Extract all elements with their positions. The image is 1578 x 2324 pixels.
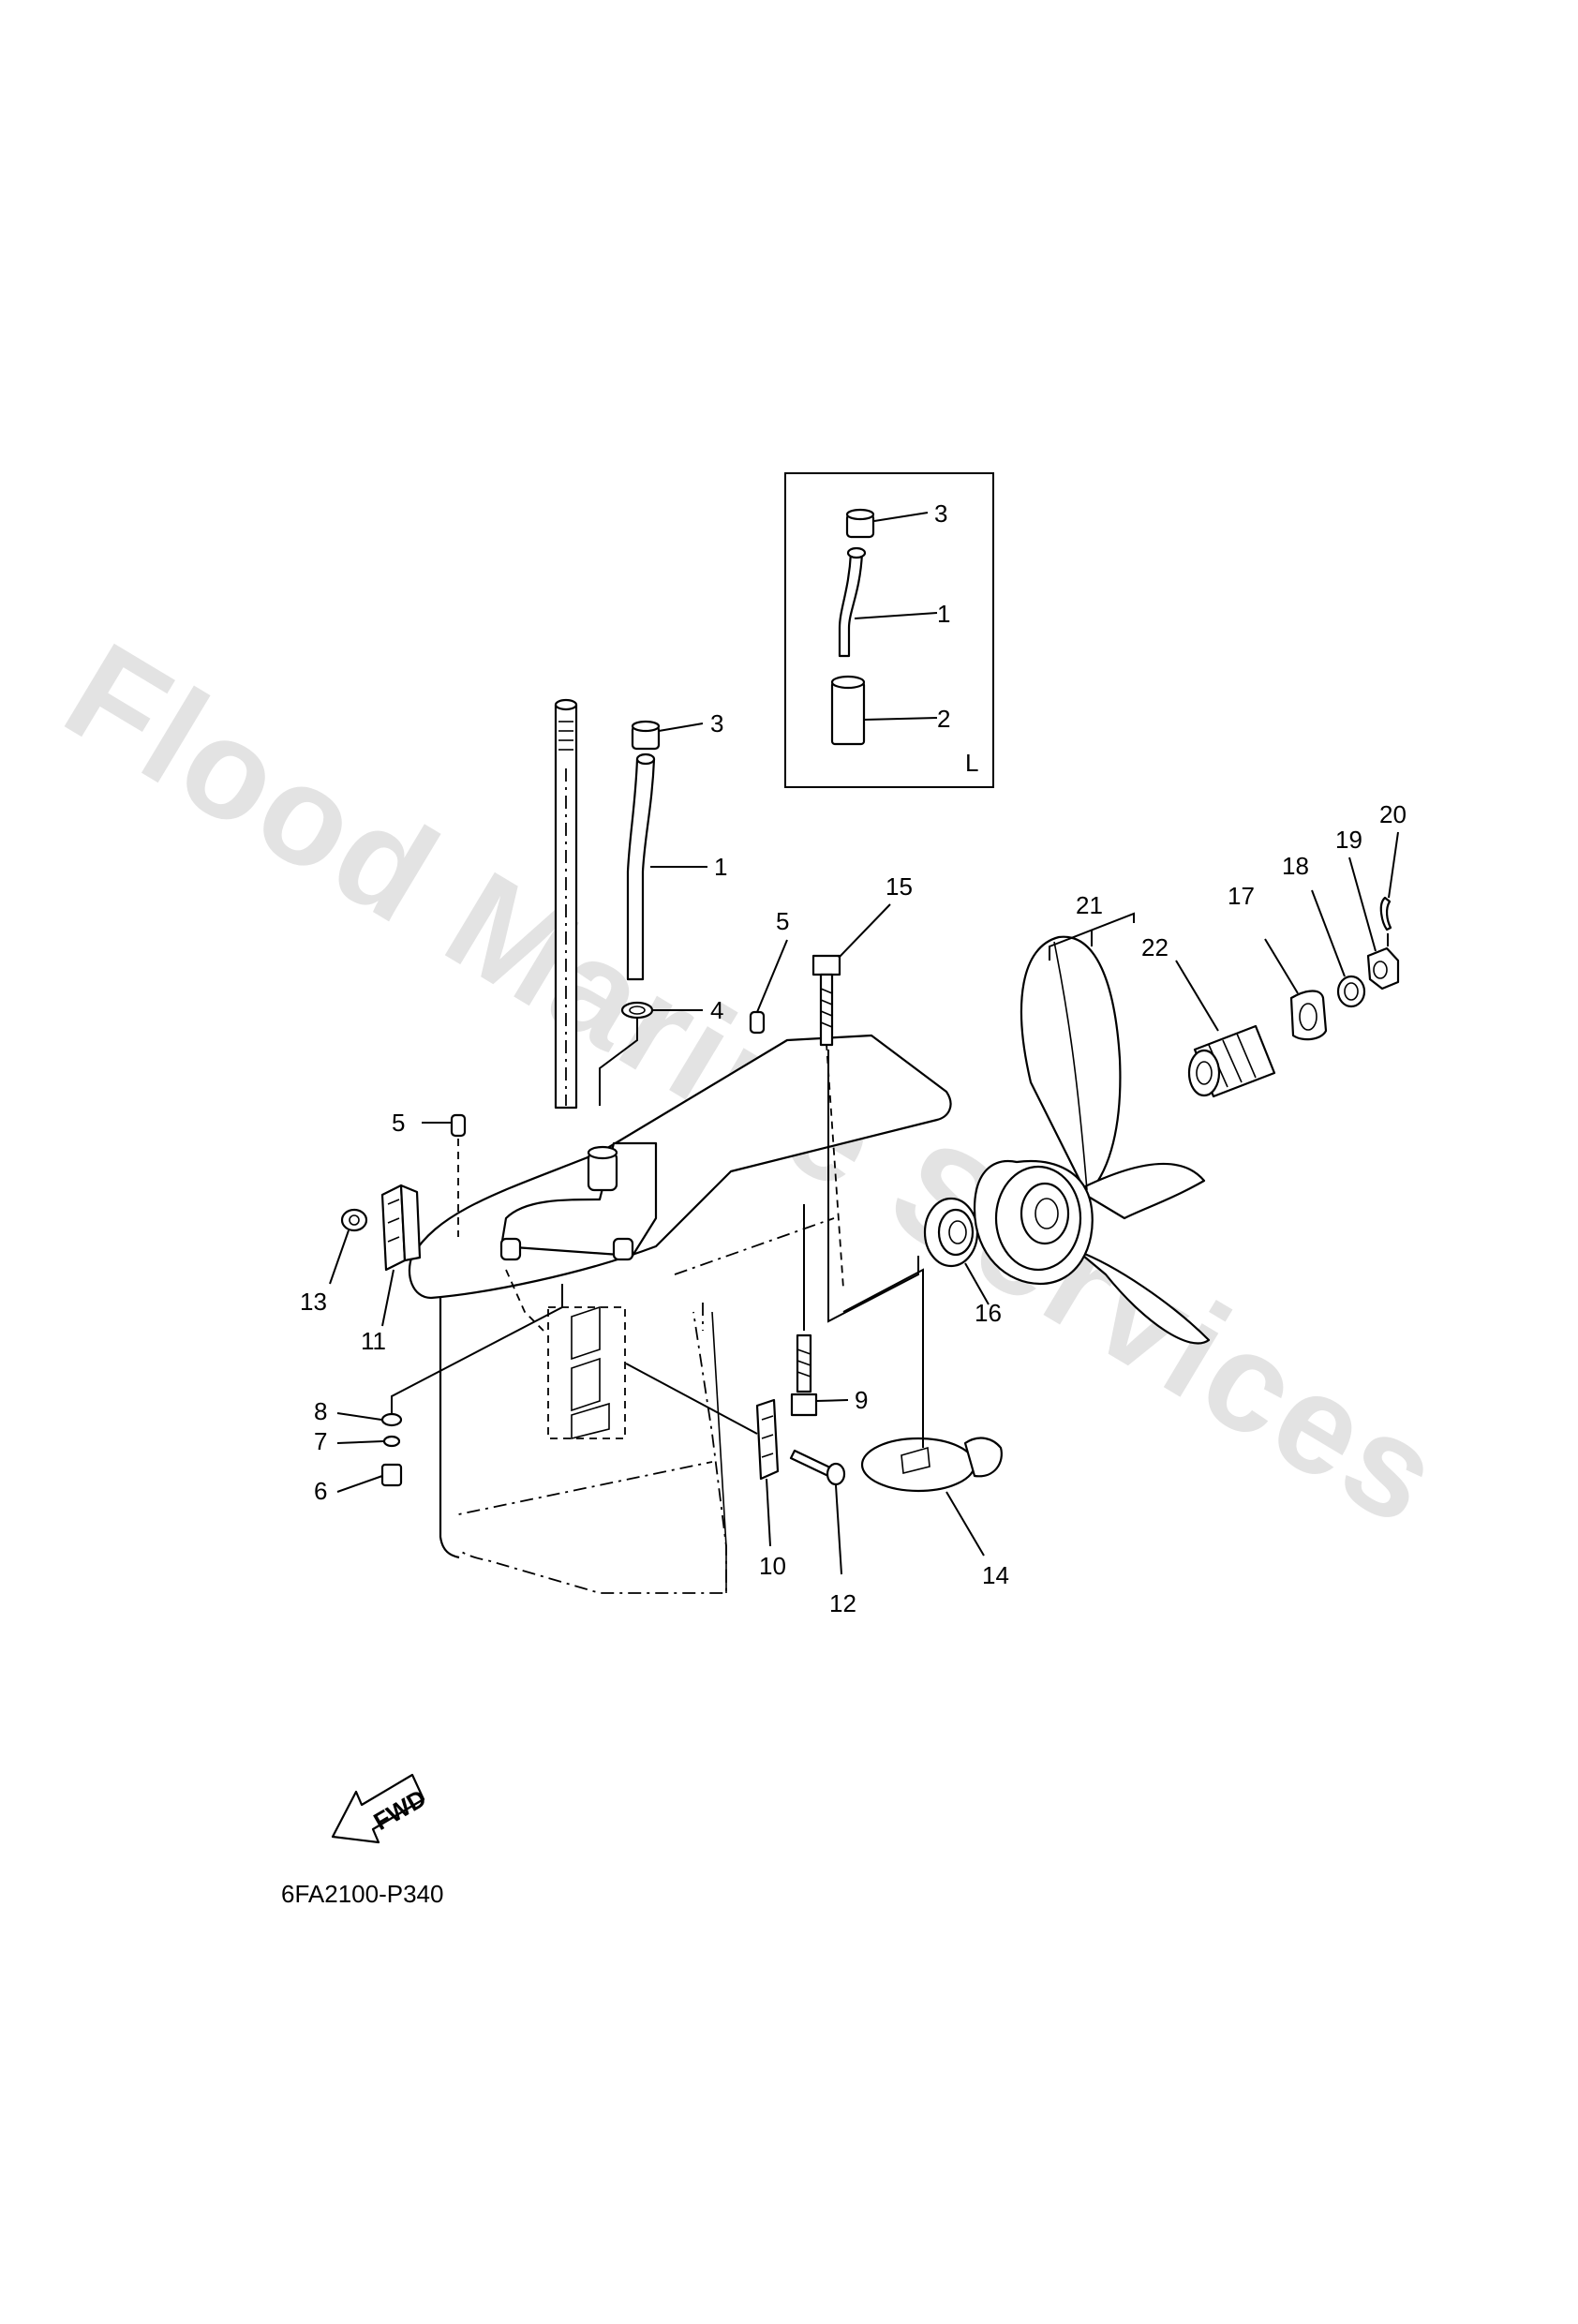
callout-14: 14 bbox=[982, 1561, 1009, 1589]
spacer-16 bbox=[923, 1197, 990, 1305]
inset-callout-3: 3 bbox=[934, 499, 947, 528]
callout-10: 10 bbox=[759, 1552, 786, 1580]
water-hose-assembly bbox=[599, 720, 707, 1106]
drawing-code: 6FA2100-P340 bbox=[281, 1880, 443, 1908]
trim-tab-clip bbox=[380, 1184, 422, 1327]
bushing-22 bbox=[1175, 960, 1276, 1098]
callout-11: 11 bbox=[361, 1327, 386, 1355]
cotter-pin-20 bbox=[1379, 831, 1399, 946]
callout-12: 12 bbox=[829, 1589, 856, 1617]
trim-tab-14 bbox=[842, 1268, 1003, 1557]
anode-10 bbox=[625, 1363, 780, 1547]
callout-19: 19 bbox=[1335, 826, 1362, 854]
callout-20: 20 bbox=[1379, 800, 1407, 828]
callout-15: 15 bbox=[886, 872, 913, 901]
callout-18: 18 bbox=[1282, 852, 1309, 880]
nut-19 bbox=[1348, 857, 1400, 991]
dowel-pin-left bbox=[422, 1113, 467, 1237]
callout-1: 1 bbox=[714, 853, 727, 881]
callout-5-left: 5 bbox=[392, 1109, 405, 1137]
washer-17 bbox=[1264, 938, 1328, 1041]
inset-variant-label: L bbox=[965, 749, 978, 777]
forward-arrow-icon: FWD bbox=[331, 1773, 431, 1844]
callout-16: 16 bbox=[975, 1299, 1002, 1327]
callout-13: 13 bbox=[300, 1288, 327, 1316]
bolt-15 bbox=[811, 903, 919, 1323]
callout-3: 3 bbox=[710, 709, 723, 737]
callout-8: 8 bbox=[314, 1397, 327, 1425]
callout-21: 21 bbox=[1076, 891, 1103, 919]
nut bbox=[329, 1208, 368, 1285]
bolt-9 bbox=[790, 1204, 849, 1417]
callout-17: 17 bbox=[1228, 882, 1255, 910]
callout-4: 4 bbox=[710, 996, 723, 1024]
inset-callout-2: 2 bbox=[937, 705, 950, 733]
propeller-21 bbox=[973, 912, 1211, 1345]
callout-9: 9 bbox=[855, 1386, 868, 1414]
lower-casing bbox=[408, 1016, 952, 1594]
callout-7: 7 bbox=[314, 1427, 327, 1455]
inset-callout-1: 1 bbox=[937, 600, 950, 628]
drive-shaft bbox=[554, 698, 578, 1110]
screw-12 bbox=[789, 1449, 846, 1575]
washer-18 bbox=[1311, 889, 1366, 1008]
bolt-and-washers bbox=[336, 1284, 563, 1493]
inset-variant-box bbox=[784, 472, 994, 788]
callout-22: 22 bbox=[1141, 933, 1169, 961]
callout-5-center: 5 bbox=[776, 907, 789, 935]
dowel-pin-center bbox=[749, 939, 788, 1035]
callout-6: 6 bbox=[314, 1477, 327, 1505]
